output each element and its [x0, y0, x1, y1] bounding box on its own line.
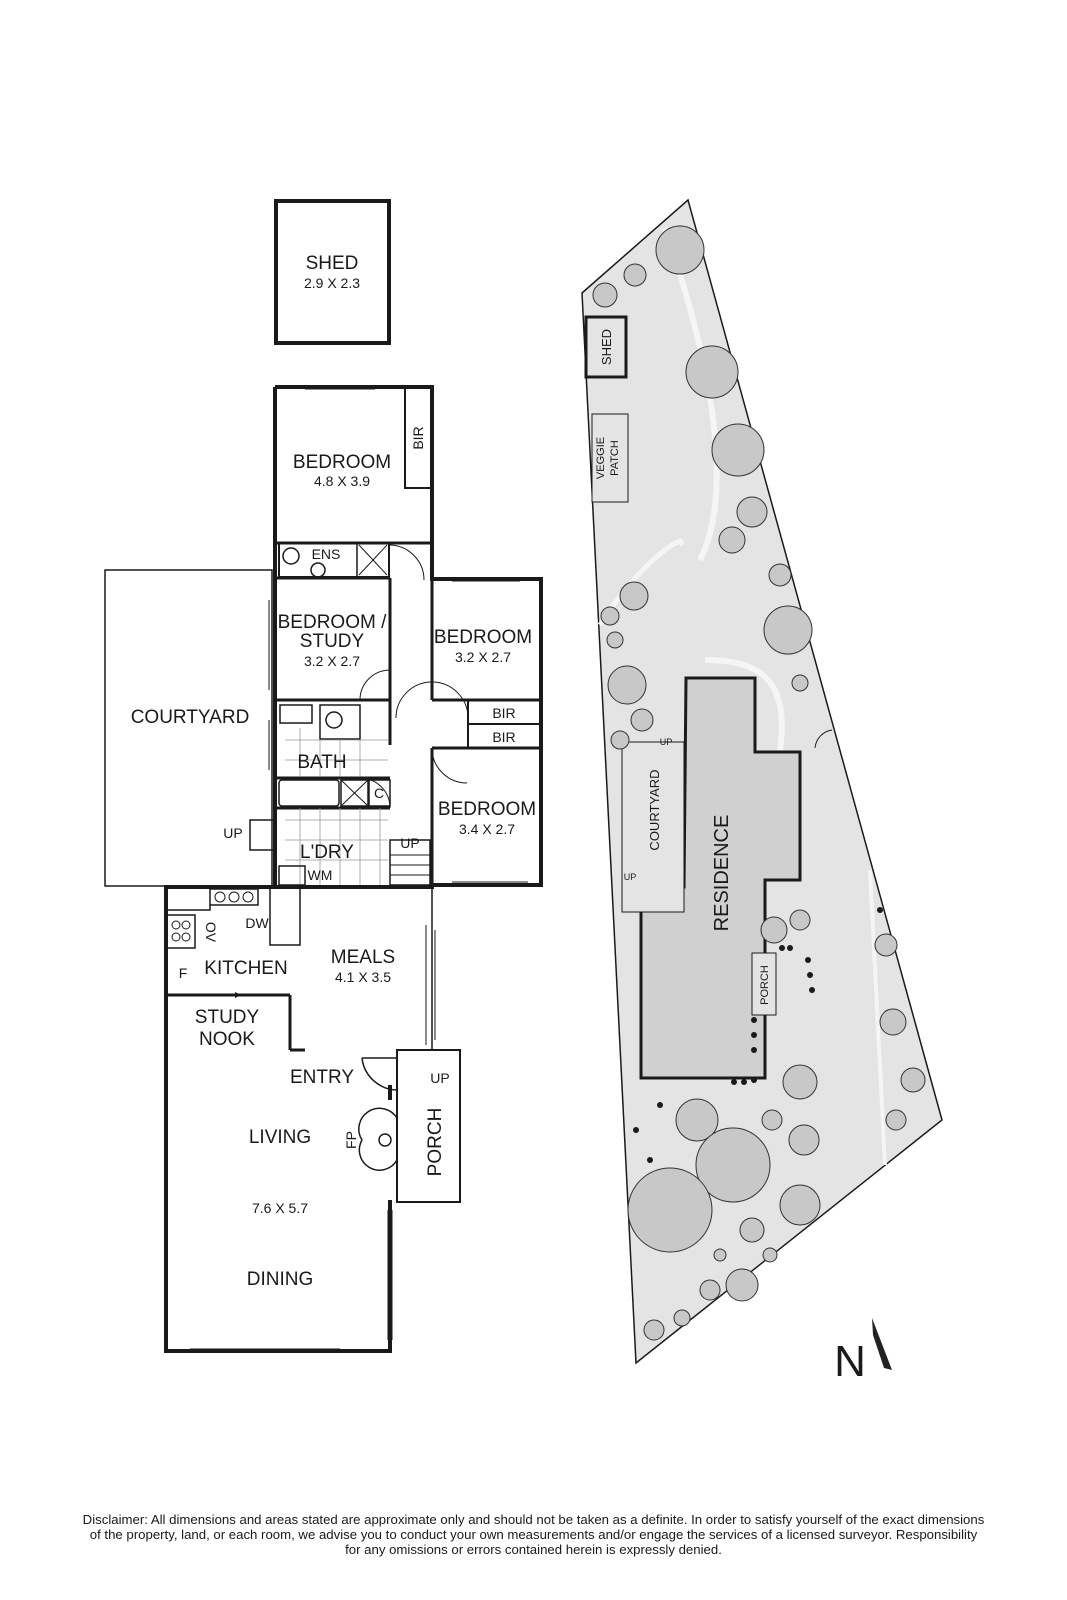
- label-fridge: F: [179, 965, 188, 981]
- veggie-patch: [591, 413, 629, 503]
- room-label-living: LIVING: [249, 1127, 311, 1148]
- label-ensuite: ENS: [312, 546, 341, 562]
- room-label-porch: PORCH: [425, 1108, 446, 1177]
- room-dims-bedroom-study: 3.2 X 2.7: [304, 653, 360, 669]
- site-porch: [751, 952, 777, 1016]
- label-up-porch: UP: [430, 1070, 449, 1086]
- site-courtyard: [621, 741, 685, 913]
- site-label-residence: RESIDENCE: [711, 815, 733, 932]
- north-arrow: N: [834, 1318, 892, 1386]
- disclaimer-line-3: for any omissions or errors contained he…: [345, 1542, 722, 1557]
- disclaimer: Disclaimer: All dimensions and areas sta…: [10, 1512, 1057, 1557]
- room-label-bath: BATH: [297, 752, 346, 773]
- label-cupboard: C: [374, 785, 384, 801]
- label-bir-3: BIR: [492, 729, 515, 745]
- floor-plan-labels: SHED 2.9 X 2.3 BEDROOM 4.8 X 3.9 BEDROOM…: [131, 253, 536, 1290]
- north-arrow-icon: [872, 1318, 892, 1370]
- site-trees: [592, 225, 926, 1341]
- room-dims-meals: 4.1 X 3.5: [335, 969, 391, 985]
- room-dims-bedroom-1: 4.8 X 3.9: [314, 473, 370, 489]
- label-bir-2: BIR: [492, 705, 515, 721]
- room-label-dining: DINING: [247, 1269, 314, 1290]
- label-washing-machine: WM: [308, 867, 333, 883]
- north-label: N: [834, 1337, 866, 1386]
- site-label-up-2: UP: [624, 872, 637, 882]
- room-label-study-nook: STUDY: [195, 1007, 260, 1028]
- site-label-porch: PORCH: [759, 965, 771, 1005]
- site-plan: SHED VEGGIE PATCH COURTYARD RESIDENCE PO…: [581, 198, 943, 1386]
- site-label-courtyard: COURTYARD: [647, 769, 662, 850]
- label-dishwasher: DW: [245, 915, 269, 931]
- label-oven: OV: [203, 922, 219, 943]
- room-dims-bedroom-3: 3.4 X 2.7: [459, 821, 515, 837]
- room-label-bedroom-2: BEDROOM: [434, 627, 532, 648]
- room-dims-bedroom-2: 3.2 X 2.7: [455, 649, 511, 665]
- disclaimer-line-1: Disclaimer: All dimensions and areas sta…: [82, 1512, 985, 1527]
- room-label-courtyard: COURTYARD: [131, 707, 250, 728]
- label-fireplace: FP: [343, 1131, 359, 1149]
- room-label-meals: MEALS: [331, 947, 395, 968]
- room-label-bedroom-study: BEDROOM /: [278, 612, 387, 633]
- site-label-shed: SHED: [599, 329, 614, 365]
- shed-outline: [274, 199, 391, 345]
- site-shrubs: [633, 907, 883, 1163]
- room-label-bedroom-1: BEDROOM: [293, 452, 391, 473]
- house-outer-wall: [164, 385, 543, 1353]
- room-label-laundry: L'DRY: [300, 842, 354, 863]
- room-dims-living: 7.6 X 5.7: [252, 1200, 308, 1216]
- site-label-up-1: UP: [660, 737, 673, 747]
- floor-plan: [104, 199, 543, 1353]
- disclaimer-line-2: of the property, land, or each room, we …: [89, 1527, 978, 1542]
- site-label-patch: PATCH: [609, 440, 621, 476]
- room-dims-shed: 2.9 X 2.3: [304, 275, 360, 291]
- room-label-shed: SHED: [306, 253, 359, 274]
- room-label-study-nook-2: NOOK: [199, 1029, 255, 1050]
- label-up-laundry: UP: [223, 825, 242, 841]
- site-shed: [584, 315, 628, 379]
- room-label-entry: ENTRY: [290, 1067, 354, 1088]
- room-label-kitchen: KITCHEN: [204, 958, 287, 979]
- label-up-bedroom: UP: [400, 835, 419, 851]
- room-label-bedroom-study-2: STUDY: [300, 631, 365, 652]
- courtyard-outline: [104, 569, 273, 887]
- site-label-veggie: VEGGIE: [595, 437, 607, 479]
- label-bir-1: BIR: [410, 426, 426, 449]
- room-label-bedroom-3: BEDROOM: [438, 799, 536, 820]
